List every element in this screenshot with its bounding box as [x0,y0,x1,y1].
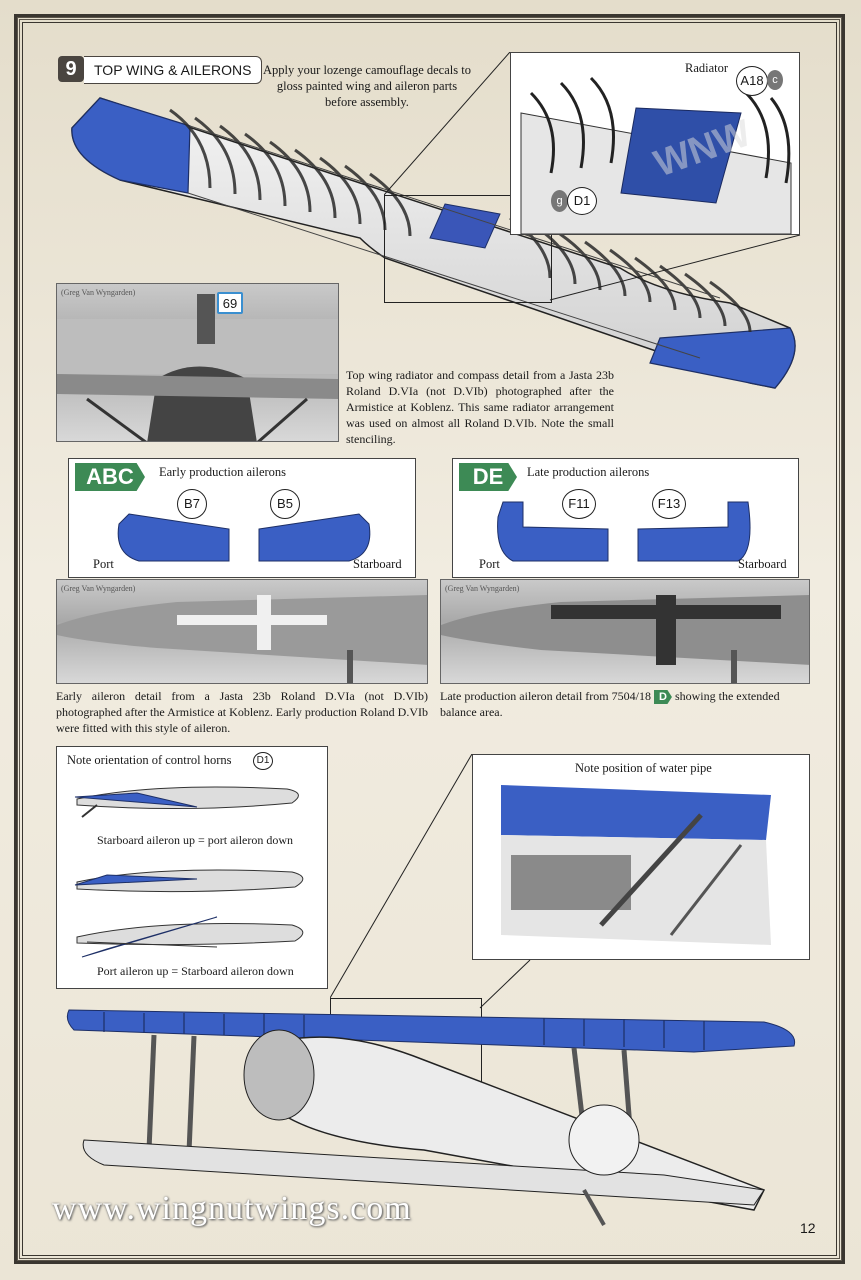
page-number: 12 [800,1220,816,1236]
top-wing-illustration [71,97,796,389]
late-starboard-label: Starboard [738,557,787,571]
early-ailerons-drawing [117,513,371,562]
tag-abc: ABC [75,463,145,491]
photo-early-aileron: (Greg Van Wyngarden) [56,579,428,684]
website-url[interactable]: www.wingnutwings.com [52,1190,412,1227]
aircraft-illustration [66,1009,796,1226]
page-border [17,17,842,1261]
photo-radiator-drawing [57,294,338,441]
tag-de: DE [459,463,517,491]
sprue-c: c [767,70,783,90]
intro-text: Apply your lozenge camouflage decals to … [263,63,471,109]
zoom-box-radiator [384,195,552,303]
late-ailerons-panel: DE Late production ailerons F11 F13 Port… [452,458,799,578]
water-pipe-drawing [501,785,771,945]
callout-b7: B7 [177,489,207,519]
water-pipe-title: Note position of water pipe [575,761,712,775]
horns-caption-2: Port aileron up = Starboard aileron down [97,964,294,978]
callout-d1: D1 [567,187,597,215]
page-frame-outer [14,14,845,1264]
photo-late-drawing [441,595,809,683]
callout-f13: F13 [652,489,686,519]
water-pipe-panel: Note position of water pipe [472,754,810,960]
photo-early-credit: (Greg Van Wyngarden) [61,584,136,593]
radiator-inset-panel: WNW Radiator A18 c g D1 [510,52,800,235]
step-title: TOP WING & AILERONS [84,56,263,84]
photo-early-drawing [57,595,427,683]
late-caption: Late production aileron detail from 7504… [440,688,812,720]
radiator-inset-drawing: WNW [520,76,792,235]
callout-a18: A18 [736,66,768,96]
early-title: Early production ailerons [159,465,287,479]
photo-late-credit: (Greg Van Wyngarden) [445,584,520,593]
photo-radiator: (Greg Van Wyngarden) [56,283,339,442]
early-ailerons-panel: ABC Early production ailerons B7 B5 Port… [68,458,416,578]
control-horns-panel: Note orientation of control horns D1 Sta… [56,746,328,989]
radiator-note: Top wing radiator and compass detail fro… [346,368,614,446]
late-title: Late production ailerons [527,465,650,479]
callout-b5: B5 [270,489,300,519]
sprue-g: g [551,190,568,212]
radiator-label: Radiator [685,61,729,75]
tag-d: D [653,690,672,704]
photo-credit: (Greg Van Wyngarden) [61,288,136,297]
callout-d1-horns: D1 [253,752,273,770]
early-starboard-label: Starboard [353,557,402,571]
callout-69: 69 [217,292,243,314]
late-caption-pre: Late production aileron detail from 7504… [440,689,651,703]
control-horns-drawing [74,786,304,958]
late-caption-post: showing the extended balance area. [440,689,780,719]
photo-late-aileron: (Greg Van Wyngarden) [440,579,810,684]
early-caption: Early aileron detail from a Jasta 23b Ro… [56,689,428,735]
late-port-label: Port [479,557,500,571]
late-ailerons-drawing [497,501,751,562]
horns-caption-1: Starboard aileron up = port aileron down [97,833,294,847]
horns-title: Note orientation of control horns [67,753,232,767]
zoom-connector-lines [384,52,801,301]
step-number: 9 [58,56,84,82]
early-port-label: Port [93,557,114,571]
callout-f11: F11 [562,489,596,519]
water-pipe-connector-lines [330,754,531,1009]
